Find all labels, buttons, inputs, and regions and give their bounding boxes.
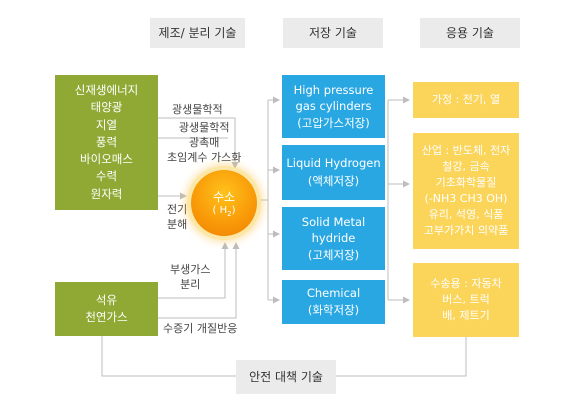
storage-line: Solid Metal xyxy=(301,215,366,230)
process-electrolysis-label: 전기 분해 xyxy=(167,203,187,233)
renewable-line: 바이오매스 xyxy=(80,152,133,167)
fossil-line: 석유 xyxy=(95,292,118,307)
hydrogen-formula: ( H2) xyxy=(212,205,236,218)
application-industry-line: 고부가가치 의약품 xyxy=(423,223,509,237)
process-photochem-line: 초임계수 가스화 xyxy=(167,150,242,164)
renewable-line: 풍력 xyxy=(95,134,118,149)
application-transport-line: 수송용 : 자동차 xyxy=(430,277,502,291)
application-transport-line: 버스, 트럭 xyxy=(442,293,490,307)
process-byproduct-line: 부생가스 xyxy=(170,263,211,276)
storage-line: hydride xyxy=(311,231,356,246)
storage-line: gas cylinders xyxy=(295,99,372,114)
fossil-sources-box: 석유 천연가스 xyxy=(55,282,158,336)
safety-technology-box: 안전 대책 기술 xyxy=(236,360,336,394)
storage-liquid-box: Liquid Hydrogen (액체저장) xyxy=(282,145,385,200)
application-home-label: 가정 : 전기, 열 xyxy=(431,93,501,107)
application-home-box: 가정 : 전기, 열 xyxy=(413,82,519,118)
application-industry-line: 산업 : 반도체, 전자 xyxy=(421,144,511,158)
storage-line: (고체저장) xyxy=(307,247,360,262)
process-photochem-label: 광생물학적 광촉매 초임계수 가스화 xyxy=(167,121,241,166)
storage-line: (화학저장) xyxy=(307,303,360,317)
renewable-sources-box: 신재생에너지 태양광 지열 풍력 바이오매스 수력 원자력 xyxy=(55,75,158,210)
renewable-line: 수력 xyxy=(95,169,118,184)
application-transport-line: 배, 제트기 xyxy=(442,308,490,322)
process-byproduct-line: 분리 xyxy=(180,277,201,291)
process-byproduct-label: 부생가스 분리 xyxy=(170,263,210,293)
process-electrolysis-line: 분해 xyxy=(167,217,188,231)
storage-line: Liquid Hydrogen xyxy=(286,156,381,171)
renewable-line: 태양광 xyxy=(90,100,123,115)
storage-solid-box: Solid Metal hydride (고체저장) xyxy=(282,207,385,270)
header-storage: 저장 기술 xyxy=(283,18,383,48)
process-photobio-label: 광생물학적 xyxy=(172,103,223,116)
process-electrolysis-line: 전기 xyxy=(167,203,188,216)
renewable-line: 지열 xyxy=(95,117,118,132)
header-application: 응용 기술 xyxy=(420,18,520,48)
application-industry-line: 유리, 석영, 식품 xyxy=(428,207,504,221)
process-photochem-line: 광생물학적 xyxy=(178,121,230,134)
hydrogen-name: 수소 xyxy=(212,190,236,204)
renewable-line: 신재생에너지 xyxy=(74,83,139,98)
header-production: 제조/ 분리 기술 xyxy=(150,18,245,48)
storage-line: High pressure xyxy=(293,83,374,98)
storage-chemical-box: Chemical (화학저장) xyxy=(282,280,385,324)
storage-line: Chemical xyxy=(306,285,361,300)
application-industry-line: 철강, 금속 xyxy=(442,160,490,174)
application-industry-line: (-NH3 CH3 OH) xyxy=(424,192,508,205)
process-reforming-label: 수증기 개질반응 xyxy=(163,322,238,335)
hydrogen-node: 수소 ( H2) xyxy=(191,170,257,236)
renewable-line: 원자력 xyxy=(90,186,123,201)
fossil-line: 천연가스 xyxy=(85,310,128,324)
storage-line: (고압가스저장) xyxy=(297,115,370,130)
process-photochem-line: 광촉매 xyxy=(188,135,220,149)
storage-high-pressure-box: High pressure gas cylinders (고압가스저장) xyxy=(282,75,385,138)
application-transport-box: 수송용 : 자동차 버스, 트럭 배, 제트기 xyxy=(413,263,519,337)
application-industry-box: 산업 : 반도체, 전자 철강, 금속 기초화학물질 (-NH3 CH3 OH)… xyxy=(413,133,519,249)
application-industry-line: 기초화학물질 xyxy=(435,176,497,190)
storage-line: (액체저장) xyxy=(307,173,360,188)
